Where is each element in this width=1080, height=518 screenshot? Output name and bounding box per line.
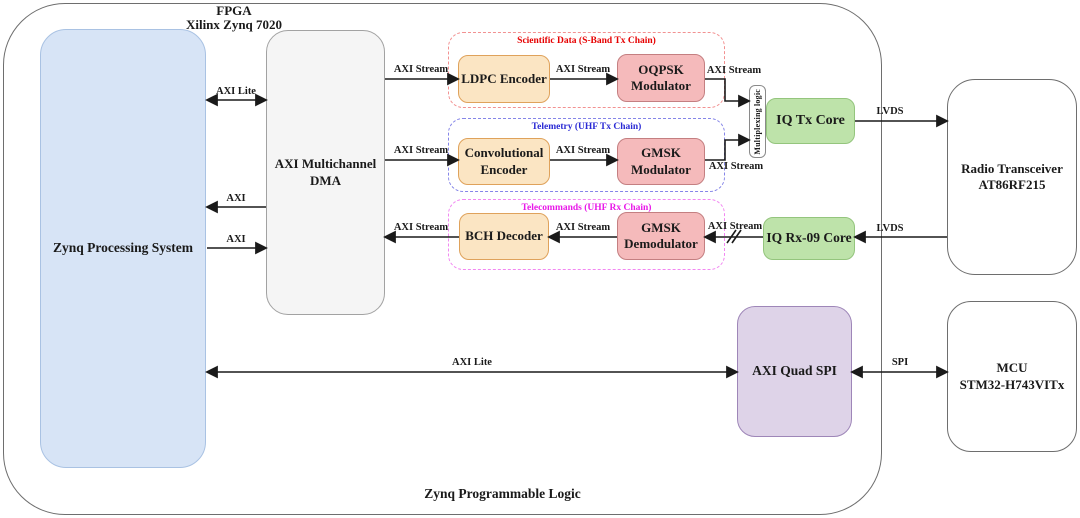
programmable-logic-label: Zynq Programmable Logic bbox=[424, 486, 581, 501]
bus-label-stream-dma-ldpc: AXI Stream bbox=[393, 64, 449, 75]
mcu-line1: MCU bbox=[996, 360, 1028, 376]
bus-label-stream-conv-gmsk: AXI Stream bbox=[555, 145, 611, 156]
radio-transceiver-line1: Radio Transceiver bbox=[961, 160, 1063, 176]
bus-label-axi-lite-ps-dma: AXI Lite bbox=[216, 86, 256, 97]
node-axi-quad-spi: AXI Quad SPI bbox=[737, 306, 852, 437]
node-iq-tx-core: IQ Tx Core bbox=[766, 98, 855, 144]
bus-label-stream-dma-conv: AXI Stream bbox=[393, 145, 449, 156]
bus-label-stream-gmsk-mux: AXI Stream bbox=[708, 161, 764, 172]
fpga-title-line2: Xilinx Zynq 7020 bbox=[185, 17, 283, 33]
node-axi-multichannel-dma: AXI Multichannel DMA bbox=[266, 30, 385, 315]
bus-label-stream-oqpsk-mux: AXI Stream bbox=[706, 65, 762, 76]
node-radio-transceiver: Radio Transceiver AT86RF215 bbox=[947, 79, 1077, 275]
bus-label-spi: SPI bbox=[891, 357, 909, 368]
chain-telemetry-label: Telemetry (UHF Tx Chain) bbox=[531, 122, 642, 132]
chain-scientific-data: Scientific Data (S-Band Tx Chain) bbox=[448, 32, 725, 108]
mcu-line2: STM32-H743VITx bbox=[959, 376, 1065, 392]
bus-label-axi-lite-ps-quadspi: AXI Lite bbox=[452, 357, 492, 368]
chain-scientific-data-label: Scientific Data (S-Band Tx Chain) bbox=[517, 36, 656, 46]
bus-label-lvds-rx: LVDS bbox=[876, 223, 904, 234]
node-gmsk-modulator: GMSK Modulator bbox=[617, 138, 705, 185]
bus-label-axi-ps-to-dma: AXI bbox=[226, 234, 246, 245]
bus-label-stream-iqrx-demod: AXI Stream bbox=[707, 221, 763, 232]
node-oqpsk-modulator: OQPSK Modulator bbox=[617, 54, 705, 102]
node-bch-decoder: BCH Decoder bbox=[459, 213, 549, 260]
multiplexing-logic-label: Multiplexing logic bbox=[753, 88, 762, 155]
node-gmsk-demodulator: GMSK Demodulator bbox=[617, 212, 705, 260]
fpga-title-line1: FPGA bbox=[216, 3, 252, 18]
radio-transceiver-line2: AT86RF215 bbox=[978, 177, 1046, 192]
node-ldpc-encoder: LDPC Encoder bbox=[458, 55, 550, 103]
fpga-title: FPGA Xilinx Zynq 7020 bbox=[144, 3, 324, 33]
bus-label-stream-ldpc-oqpsk: AXI Stream bbox=[555, 64, 611, 75]
bus-label-lvds-tx: LVDS bbox=[876, 106, 904, 117]
node-mcu: MCU STM32-H743VITx bbox=[947, 301, 1077, 452]
chain-telecommands-label: Telecommands (UHF Rx Chain) bbox=[521, 203, 652, 213]
node-zynq-processing-system: Zynq Processing System bbox=[40, 29, 206, 468]
chain-telecommands: Telecommands (UHF Rx Chain) bbox=[448, 199, 725, 270]
node-iq-rx-core: IQ Rx-09 Core bbox=[763, 217, 855, 260]
node-convolutional-encoder: Convolutional Encoder bbox=[458, 138, 550, 185]
node-multiplexing-logic: Multiplexing logic bbox=[749, 85, 766, 158]
bus-label-stream-demod-bch: AXI Stream bbox=[555, 222, 611, 233]
bus-label-axi-dma-to-ps: AXI bbox=[226, 193, 246, 204]
bus-label-stream-bch-dma: AXI Stream bbox=[393, 222, 449, 233]
